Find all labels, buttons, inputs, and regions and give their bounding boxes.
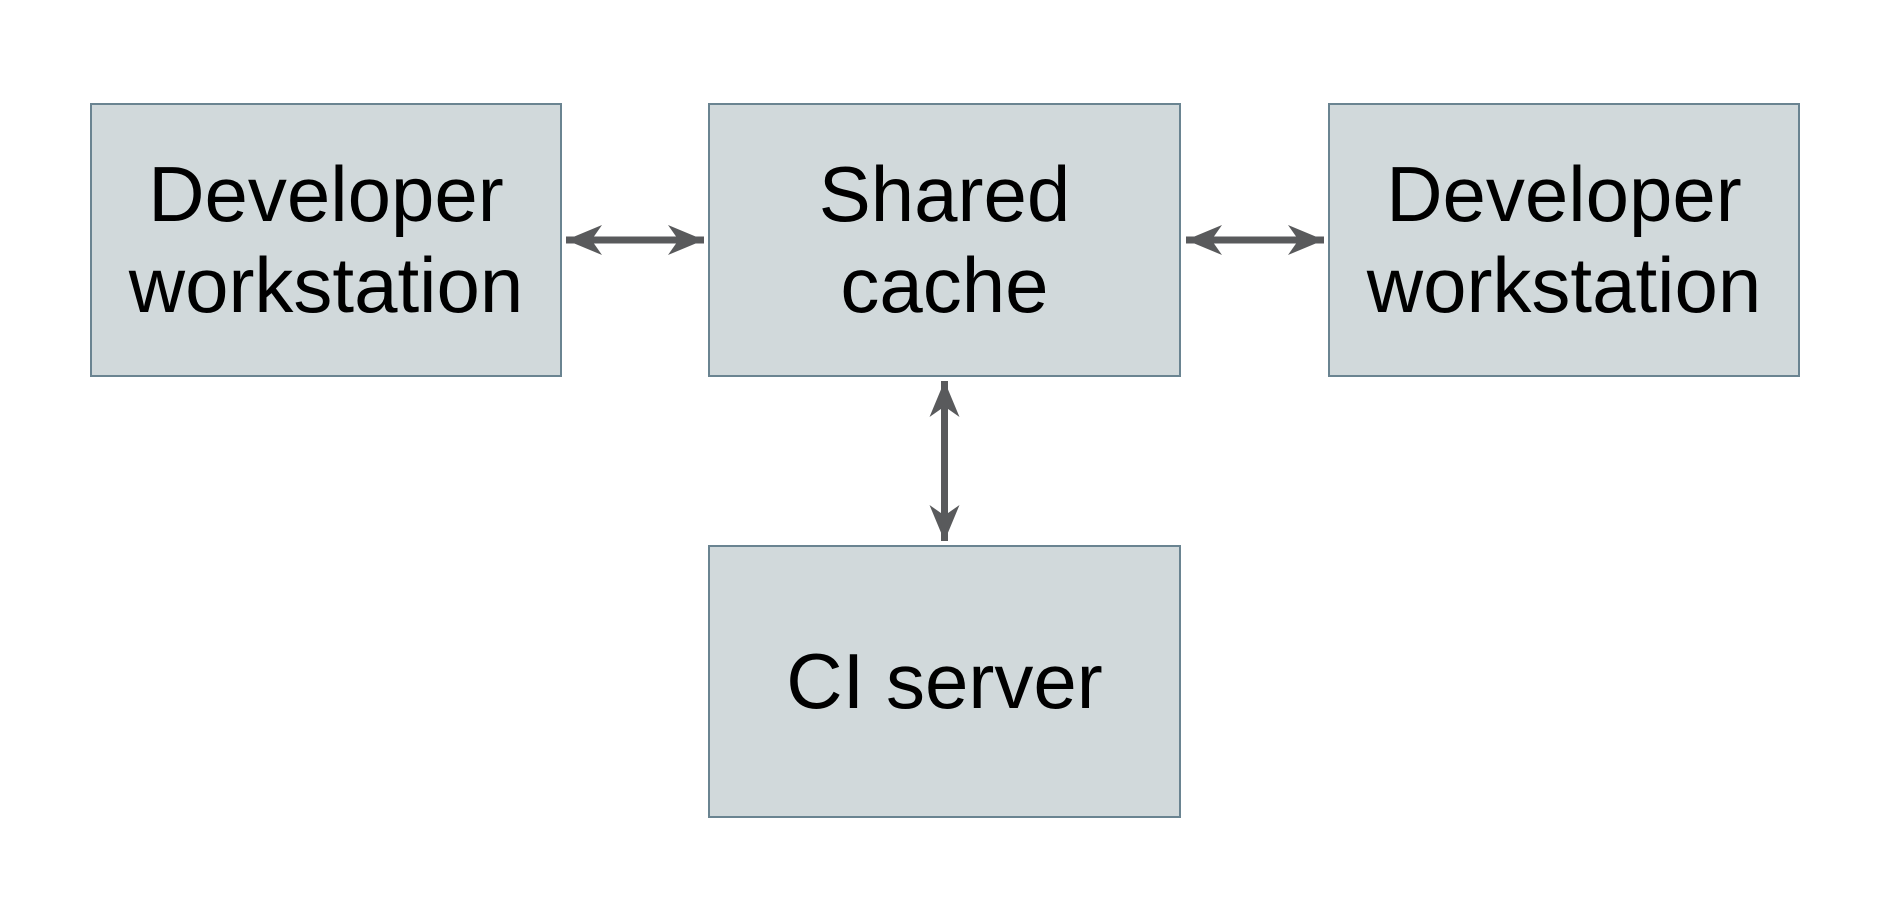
node-developer-workstation-right: Developer workstation — [1328, 103, 1800, 377]
node-label: CI server — [786, 636, 1103, 725]
node-label: Shared cache — [818, 149, 1071, 329]
node-developer-workstation-left: Developer workstation — [90, 103, 562, 377]
node-label: Developer workstation — [128, 149, 524, 329]
node-label: Developer workstation — [1366, 149, 1762, 329]
node-ci-server: CI server — [708, 545, 1181, 818]
node-shared-cache: Shared cache — [708, 103, 1181, 377]
